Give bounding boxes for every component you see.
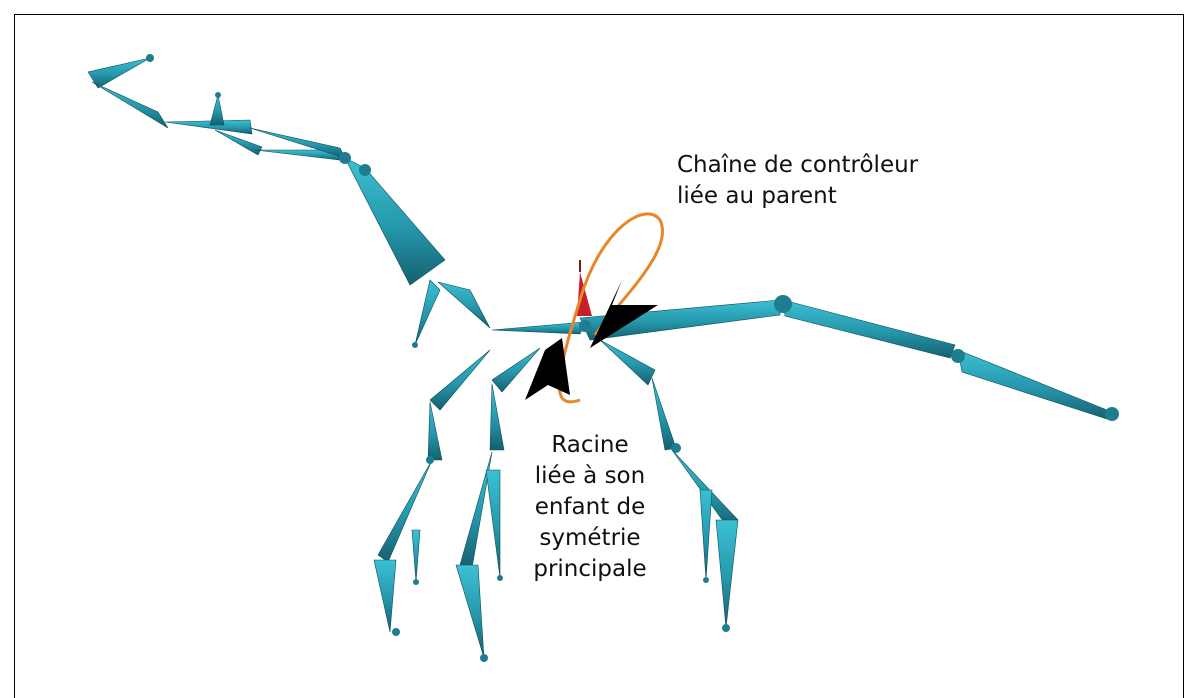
bone [412, 530, 420, 582]
bone [600, 340, 655, 385]
root-label-line: liée à son [510, 461, 670, 492]
joint [146, 54, 154, 62]
controller-chain-label-line: Chaîne de contrôleur [677, 150, 918, 181]
bone [430, 350, 490, 410]
bone [88, 58, 150, 88]
bone [456, 565, 484, 658]
bone [783, 300, 955, 358]
joint [722, 624, 730, 632]
joint [579, 320, 591, 332]
bone [210, 95, 224, 125]
joint [671, 443, 681, 453]
bone [438, 282, 490, 328]
bone [428, 402, 442, 460]
root-label: Racine liée à son enfant de symétrie pri… [510, 430, 670, 585]
joint [480, 654, 488, 662]
joint [413, 579, 419, 585]
pointer-arrow-root [525, 338, 570, 400]
bone [215, 130, 262, 155]
joint [774, 295, 792, 313]
joint [359, 164, 371, 176]
bone [415, 280, 440, 345]
bone [958, 350, 1112, 420]
spine [492, 300, 1112, 420]
joint [1105, 407, 1119, 421]
bone [345, 158, 445, 285]
root-label-line: Racine [510, 430, 670, 461]
bone [716, 520, 738, 628]
joint [392, 628, 400, 636]
root-label-line: enfant de [510, 492, 670, 523]
bone [378, 460, 432, 562]
joint [339, 152, 351, 164]
root-bone [577, 272, 592, 316]
joint [703, 577, 709, 583]
joint [951, 349, 965, 363]
bone [92, 82, 168, 128]
bone [460, 452, 492, 568]
bone [165, 120, 252, 134]
joint [497, 575, 503, 581]
root-label-line: symétrie [510, 523, 670, 554]
upper-chain [88, 58, 490, 345]
root-label-line: principale [510, 554, 670, 585]
bone [374, 560, 396, 632]
bone [486, 470, 500, 578]
joint [426, 456, 434, 464]
joint [215, 92, 221, 98]
controller-chain-label: Chaîne de contrôleur liée au parent [677, 150, 918, 212]
controller-chain-label-line: liée au parent [677, 181, 918, 212]
bone [700, 490, 712, 580]
joint [412, 342, 418, 348]
bone [490, 384, 504, 450]
